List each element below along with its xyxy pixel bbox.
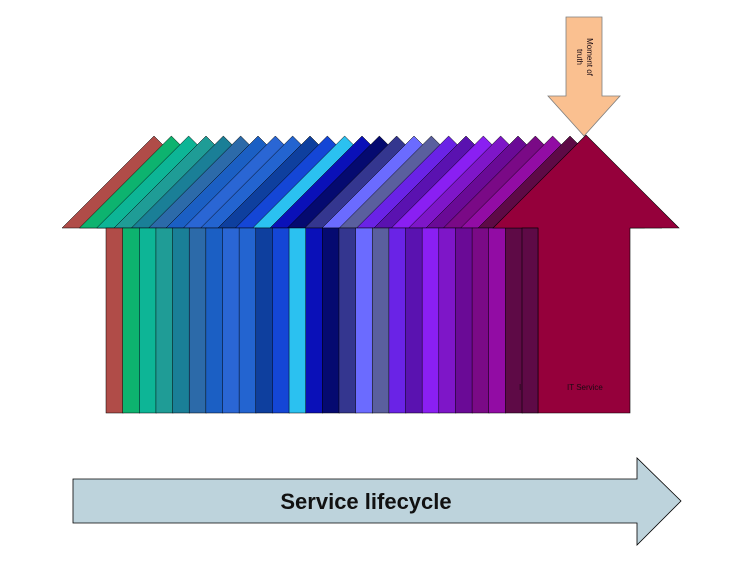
service-lifecycle-label: Service lifecycle: [280, 489, 451, 514]
stack-layer-body: [255, 227, 274, 414]
moment-of-truth-label: Moment of truth: [575, 38, 594, 77]
stack-layer-body: [338, 227, 357, 414]
moment-label-line1: Moment of: [585, 38, 594, 77]
stack-layer-body: [122, 227, 141, 414]
it-service-house: [492, 134, 680, 414]
stack-layer-body: [421, 227, 440, 414]
stack-layer-body: [288, 227, 307, 414]
stack-layer-body: [405, 227, 423, 414]
it-service-label: IT Service: [567, 383, 603, 392]
stack-layer-body: [371, 227, 390, 414]
stack-layer-body: [488, 227, 507, 414]
stack-layer-body: [188, 227, 207, 414]
service-lifecycle-arrow: [72, 457, 682, 546]
stack-layer-body: [172, 227, 190, 414]
stack-layer-body: [471, 227, 490, 414]
stack-layer-body: [455, 227, 473, 414]
stack-layer-body: [205, 227, 224, 414]
stack-layer-body: [155, 227, 174, 414]
stack-layer-body: [139, 227, 157, 414]
stack-layer-body: [388, 227, 407, 414]
stack-layer-body: [238, 227, 257, 414]
stack-layer-body: [105, 227, 124, 414]
stack-layer-body: [272, 227, 290, 414]
moment-label-line2: truth: [575, 49, 584, 65]
moment-of-truth-arrow: [547, 16, 621, 137]
stack-layer-body: [222, 227, 240, 414]
stack-layer-body: [322, 227, 340, 414]
it-service-house-edge: [521, 227, 539, 414]
stack-layer-body: [305, 227, 324, 414]
stack-layer-body: [355, 227, 373, 414]
small-label: I: [519, 383, 521, 392]
stack-layer-body: [438, 227, 457, 414]
